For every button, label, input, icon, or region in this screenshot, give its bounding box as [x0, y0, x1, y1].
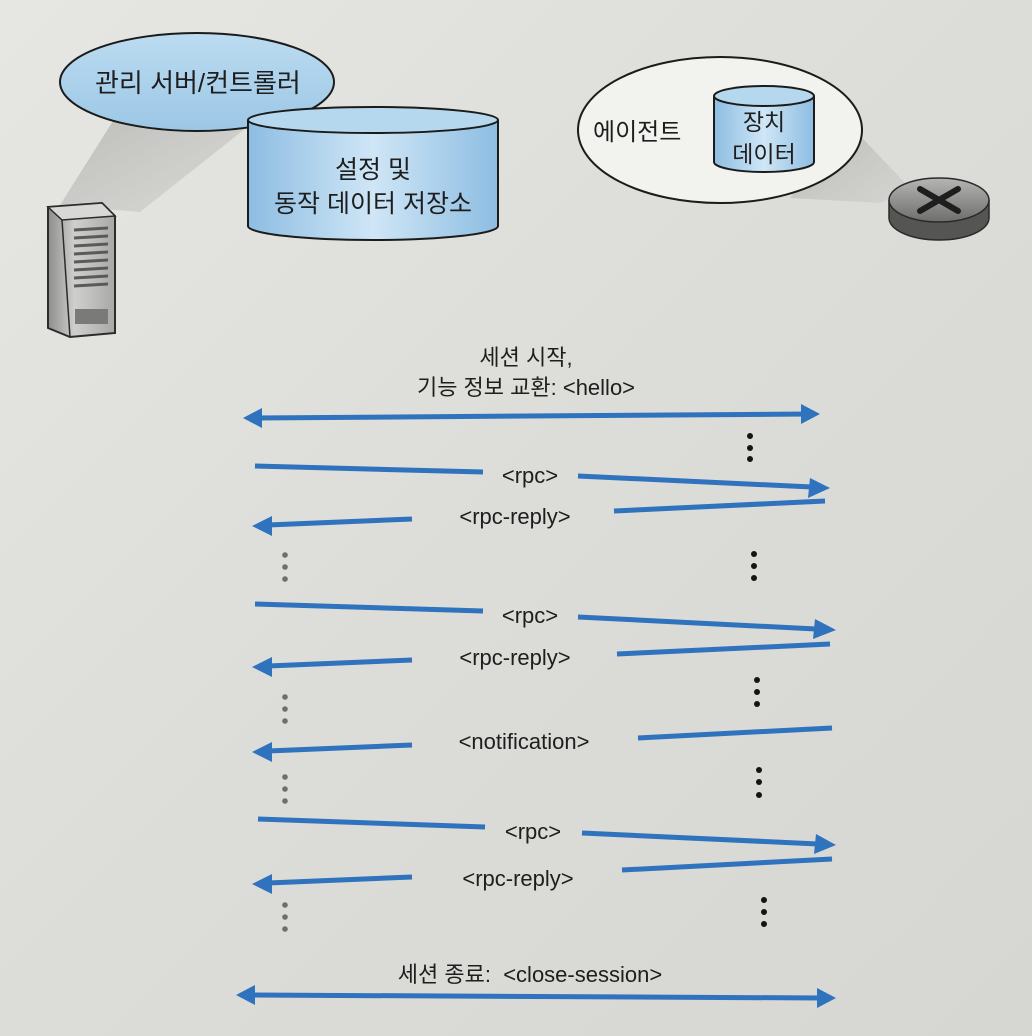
rpc1-label: <rpc>	[501, 463, 559, 488]
rpc-reply3-arrowhead	[252, 874, 272, 894]
notification-arrow-right-segment	[637, 725, 833, 741]
agent-ellipsis	[747, 433, 767, 927]
rpc-reply3-label: <rpc-reply>	[462, 866, 574, 891]
hello-arrow	[254, 411, 809, 421]
arrowheads	[236, 404, 836, 1008]
notification-label: <notification>	[458, 729, 590, 754]
hello-label-line1: 세션 시작,	[479, 345, 573, 370]
rpc-reply2-arrowhead	[252, 657, 272, 677]
rpc3-arrow-right-segment	[581, 830, 819, 847]
hello-message-label: 세션 시작, 기능 정보 교환: <hello>	[417, 343, 635, 403]
device-data-label-line1: 장치	[742, 109, 786, 135]
close-left-arrowhead	[236, 985, 255, 1005]
close-session-arrow	[249, 992, 823, 1001]
rpc2-label: <rpc>	[501, 603, 559, 628]
rpc-reply1-arrow-right-segment	[613, 498, 826, 514]
datastore-label-line1: 설정 및	[335, 156, 411, 184]
hello-left-arrowhead	[243, 408, 262, 428]
rpc3-arrowhead	[814, 834, 836, 854]
notification-arrowhead	[252, 742, 272, 762]
datastore-cylinder-icon	[247, 106, 499, 241]
device-data-cylinder-icon	[713, 85, 815, 173]
datastore-label-line2: 동작 데이터 저장소	[274, 190, 472, 218]
rpc-reply3-arrow-left-segment	[267, 874, 413, 886]
rpc-reply3-arrow-right-segment	[621, 856, 833, 873]
agent-label: 에이전트	[593, 119, 682, 146]
rpc3-label: <rpc>	[504, 819, 562, 844]
message-arrows	[249, 411, 833, 1001]
rpc3-arrow-left-segment	[257, 816, 486, 830]
rpc-reply2-arrow-right-segment	[616, 641, 831, 657]
close-right-arrowhead	[817, 988, 836, 1008]
close-session-label: 세션 종료: <close-session>	[397, 962, 663, 987]
rpc1-arrow-right-segment	[577, 473, 813, 490]
manager-ellipsis	[282, 552, 288, 932]
hello-label-line2: 기능 정보 교환: <hello>	[416, 375, 636, 400]
datastore-label: 설정 및 동작 데이터 저장소	[274, 153, 472, 221]
rpc2-arrowhead	[813, 619, 836, 639]
device-data-label-line2: 데이터	[732, 141, 796, 167]
router-icon	[888, 177, 990, 241]
rpc-reply1-arrow-left-segment	[267, 516, 413, 528]
manager-label: 관리 서버/컨트롤러	[95, 68, 301, 98]
device-data-label: 장치 데이터	[732, 106, 795, 170]
rpc1-arrow-left-segment	[254, 463, 484, 475]
server-tower-icon	[46, 201, 117, 339]
hello-right-arrowhead	[801, 404, 820, 424]
manager-ellipse	[59, 32, 335, 132]
manager-beam	[60, 110, 250, 212]
ellipsis-dots	[282, 433, 767, 932]
rpc2-arrow-left-segment	[254, 601, 484, 614]
rpc-reply1-label: <rpc-reply>	[459, 504, 571, 529]
rpc-reply1-arrowhead	[252, 516, 272, 536]
rpc-reply2-arrow-left-segment	[267, 657, 413, 669]
rpc1-arrowhead	[808, 478, 830, 498]
notification-arrow-left-segment	[267, 742, 413, 754]
rpc-reply2-label: <rpc-reply>	[459, 645, 571, 670]
rpc2-arrow-right-segment	[577, 614, 817, 632]
